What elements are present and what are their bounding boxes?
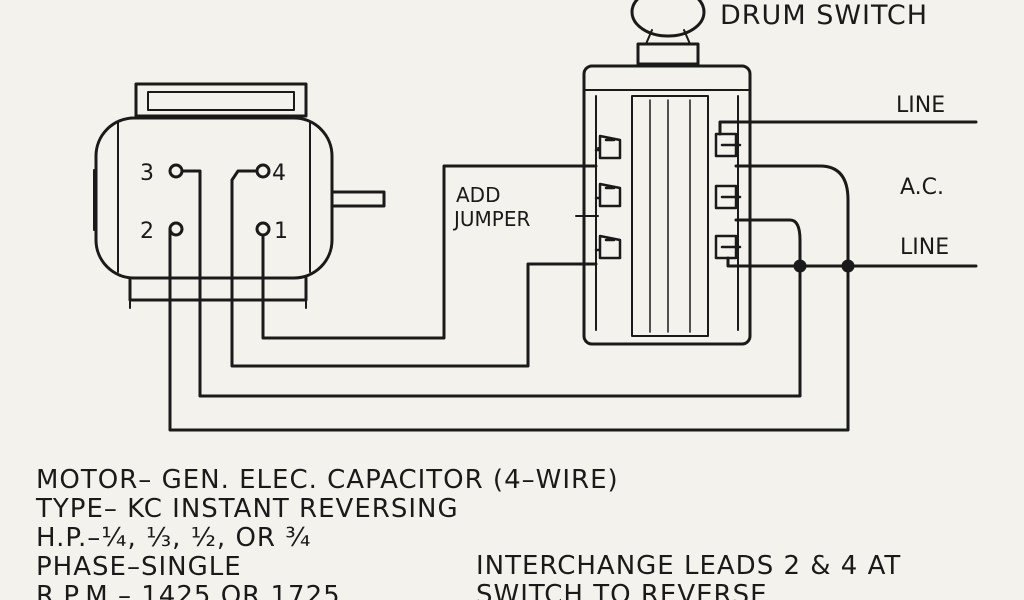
jumper-label: JUMPER bbox=[452, 207, 530, 231]
interchange-line-2: SWITCH TO REVERSE bbox=[476, 580, 768, 600]
ac-label: A.C. bbox=[900, 175, 944, 200]
interchange-note: INTERCHANGE LEADS 2 & 4 AT SWITCH TO REV… bbox=[476, 552, 901, 600]
motor-base-feet bbox=[129, 299, 307, 309]
switch-body bbox=[582, 64, 752, 346]
motor-body bbox=[94, 116, 334, 280]
terminal-3-post bbox=[168, 163, 184, 179]
motor bbox=[93, 82, 386, 309]
interchange-line-1: INTERCHANGE LEADS 2 & 4 AT bbox=[476, 551, 902, 581]
junction-dot bbox=[793, 259, 807, 273]
wire-lead-1 bbox=[261, 164, 598, 340]
switch-left-contacts bbox=[594, 134, 622, 260]
motor-shaft bbox=[330, 190, 386, 208]
wire-lead-4 bbox=[230, 169, 598, 368]
line-bottom-label: LINE bbox=[900, 235, 949, 260]
drum-switch-label: DRUM SWITCH bbox=[720, 0, 928, 31]
spec-line-rpm: R.P.M.– 1425 OR 1725 bbox=[36, 581, 341, 600]
drum-switch bbox=[582, 0, 752, 346]
terminal-1-post bbox=[255, 221, 271, 237]
switch-body-inner bbox=[595, 95, 739, 331]
switch-drum bbox=[631, 95, 709, 337]
terminal-1-label: 1 bbox=[274, 219, 288, 244]
terminal-3-label: 3 bbox=[140, 161, 154, 186]
motor-top-box bbox=[134, 82, 308, 118]
motor-body-inner-lines bbox=[117, 121, 311, 273]
switch-right-contacts bbox=[714, 132, 742, 260]
switch-handle bbox=[630, 0, 706, 38]
motor-top-inner bbox=[147, 91, 295, 111]
line-top-label: LINE bbox=[896, 93, 945, 118]
add-label: ADD bbox=[456, 183, 500, 207]
jumper-tick bbox=[575, 147, 601, 217]
spec-line-hp: H.P.–¼, ⅓, ½, OR ¾ bbox=[36, 523, 312, 553]
wire-lead-2 bbox=[168, 164, 850, 432]
motor-spec-notes: MOTOR– GEN. ELEC. CAPACITOR (4–WIRE) TYP… bbox=[36, 466, 619, 600]
wire-line-top bbox=[718, 120, 978, 136]
junction-dot bbox=[841, 259, 855, 273]
switch-drum-bars bbox=[649, 99, 691, 333]
terminal-4-label: 4 bbox=[272, 161, 286, 186]
wire-line-bottom bbox=[726, 256, 978, 268]
terminal-4-post bbox=[255, 163, 271, 179]
motor-base bbox=[128, 276, 308, 302]
switch-collar bbox=[636, 42, 700, 66]
wire-lead-3 bbox=[180, 169, 802, 398]
spec-line-type: TYPE– KC INSTANT REVERSING bbox=[36, 494, 459, 524]
spec-line-phase: PHASE–SINGLE bbox=[36, 552, 242, 582]
wires bbox=[168, 120, 978, 432]
terminal-2-post bbox=[168, 221, 184, 237]
terminal-2-label: 2 bbox=[140, 219, 154, 244]
diagram-labels: DRUM SWITCH LINE A.C. LINE ADD JUMPER 3 … bbox=[140, 0, 949, 260]
spec-line-motor: MOTOR– GEN. ELEC. CAPACITOR (4–WIRE) bbox=[36, 465, 619, 495]
